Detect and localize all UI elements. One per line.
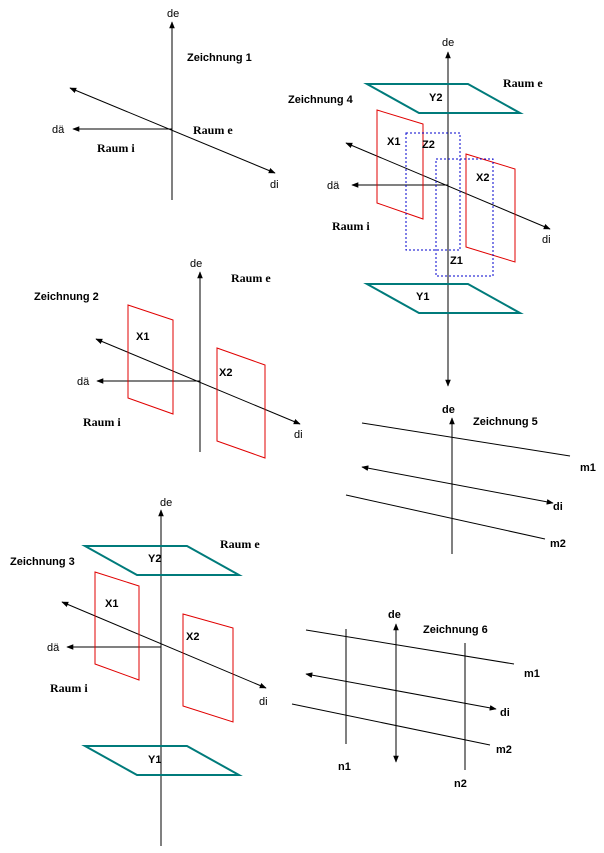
line-m2 bbox=[345, 494, 546, 540]
drawing-4: Y2 Y1 X1 Z2 X2 Z1 de dä di Zeichnung 4 R… bbox=[288, 37, 551, 387]
drawing-title: Zeichnung 5 bbox=[473, 416, 538, 428]
x1-label: X1 bbox=[387, 136, 400, 148]
drawing-3: Y2 Y1 X1 X2 de dä di Zeichnung 3 Raum e … bbox=[10, 497, 268, 846]
m2-label: m2 bbox=[550, 538, 566, 550]
di-axis bbox=[61, 601, 267, 689]
drawing-title: Zeichnung 3 bbox=[10, 556, 75, 568]
m1-label: m1 bbox=[580, 462, 596, 474]
raum-e-label: Raum e bbox=[503, 76, 543, 90]
di-axis bbox=[345, 142, 551, 230]
y2-label: Y2 bbox=[148, 553, 161, 565]
n2-label: n2 bbox=[454, 778, 467, 790]
n1-label: n1 bbox=[338, 761, 351, 773]
di-axis bbox=[69, 87, 276, 174]
x2-label: X2 bbox=[476, 172, 489, 184]
subspace-y1 bbox=[363, 283, 524, 314]
drawing-1: de dä di Zeichnung 1 Raum e Raum i bbox=[52, 8, 279, 200]
drawing-title: Zeichnung 2 bbox=[34, 291, 99, 303]
subspace-z2 bbox=[405, 132, 461, 251]
di-label: di bbox=[553, 501, 563, 513]
drawing-2: X1 X2 de dä di Zeichnung 2 Raum e Raum i bbox=[34, 258, 303, 459]
de-label: de bbox=[388, 609, 401, 621]
subspace-x2 bbox=[465, 153, 516, 263]
raum-i-label: Raum i bbox=[332, 219, 370, 233]
raum-i-label: Raum i bbox=[50, 681, 88, 695]
x2-label: X2 bbox=[219, 367, 232, 379]
drawing-title: Zeichnung 4 bbox=[288, 94, 354, 106]
di-label: di bbox=[259, 696, 268, 708]
subspace-x1 bbox=[127, 304, 174, 415]
dae-label: dä bbox=[327, 180, 340, 192]
de-label: de bbox=[190, 258, 202, 270]
raum-e-label: Raum e bbox=[220, 537, 260, 551]
di-label: di bbox=[542, 234, 551, 246]
subspace-x2 bbox=[216, 347, 266, 459]
drawing-title: Zeichnung 6 bbox=[423, 624, 488, 636]
di-label: di bbox=[294, 429, 303, 441]
subspace-z1 bbox=[435, 158, 494, 277]
subspace-y2 bbox=[81, 545, 243, 576]
raum-e-label: Raum e bbox=[193, 123, 233, 137]
line-m2 bbox=[291, 703, 491, 746]
subspace-x1 bbox=[376, 109, 424, 220]
dae-label: dä bbox=[47, 642, 60, 654]
subspace-y2 bbox=[363, 83, 524, 114]
dae-label: dä bbox=[52, 124, 65, 136]
drawing-title: Zeichnung 1 bbox=[187, 52, 252, 64]
subspace-x2 bbox=[182, 613, 234, 723]
raum-e-label: Raum e bbox=[231, 271, 271, 285]
di-label: di bbox=[270, 179, 279, 191]
di-label: di bbox=[500, 707, 510, 719]
subspace-y1 bbox=[81, 745, 243, 776]
de-label: de bbox=[442, 37, 454, 49]
y1-label: Y1 bbox=[416, 291, 429, 303]
de-label: de bbox=[442, 404, 455, 416]
m2-label: m2 bbox=[496, 744, 512, 756]
x2-label: X2 bbox=[186, 631, 199, 643]
line-m1 bbox=[305, 629, 515, 665]
dae-label: dä bbox=[77, 376, 90, 388]
line-m1 bbox=[361, 422, 571, 457]
x1-label: X1 bbox=[136, 331, 149, 343]
de-label: de bbox=[160, 497, 172, 509]
drawing-5: de Zeichnung 5 m1 di m2 bbox=[345, 404, 596, 554]
subspace-x1 bbox=[94, 571, 140, 681]
drawing-6: de Zeichnung 6 m1 di m2 n1 n2 bbox=[291, 609, 540, 790]
x1-label: X1 bbox=[105, 598, 118, 610]
de-label: de bbox=[167, 8, 179, 20]
di-axis bbox=[305, 672, 497, 711]
y2-label: Y2 bbox=[429, 92, 442, 104]
m1-label: m1 bbox=[524, 668, 540, 680]
raum-i-label: Raum i bbox=[97, 141, 135, 155]
y1-label: Y1 bbox=[148, 754, 161, 766]
raum-i-label: Raum i bbox=[83, 415, 121, 429]
z2-label: Z2 bbox=[422, 139, 435, 151]
z1-label: Z1 bbox=[450, 255, 463, 267]
di-axis bbox=[361, 465, 554, 505]
